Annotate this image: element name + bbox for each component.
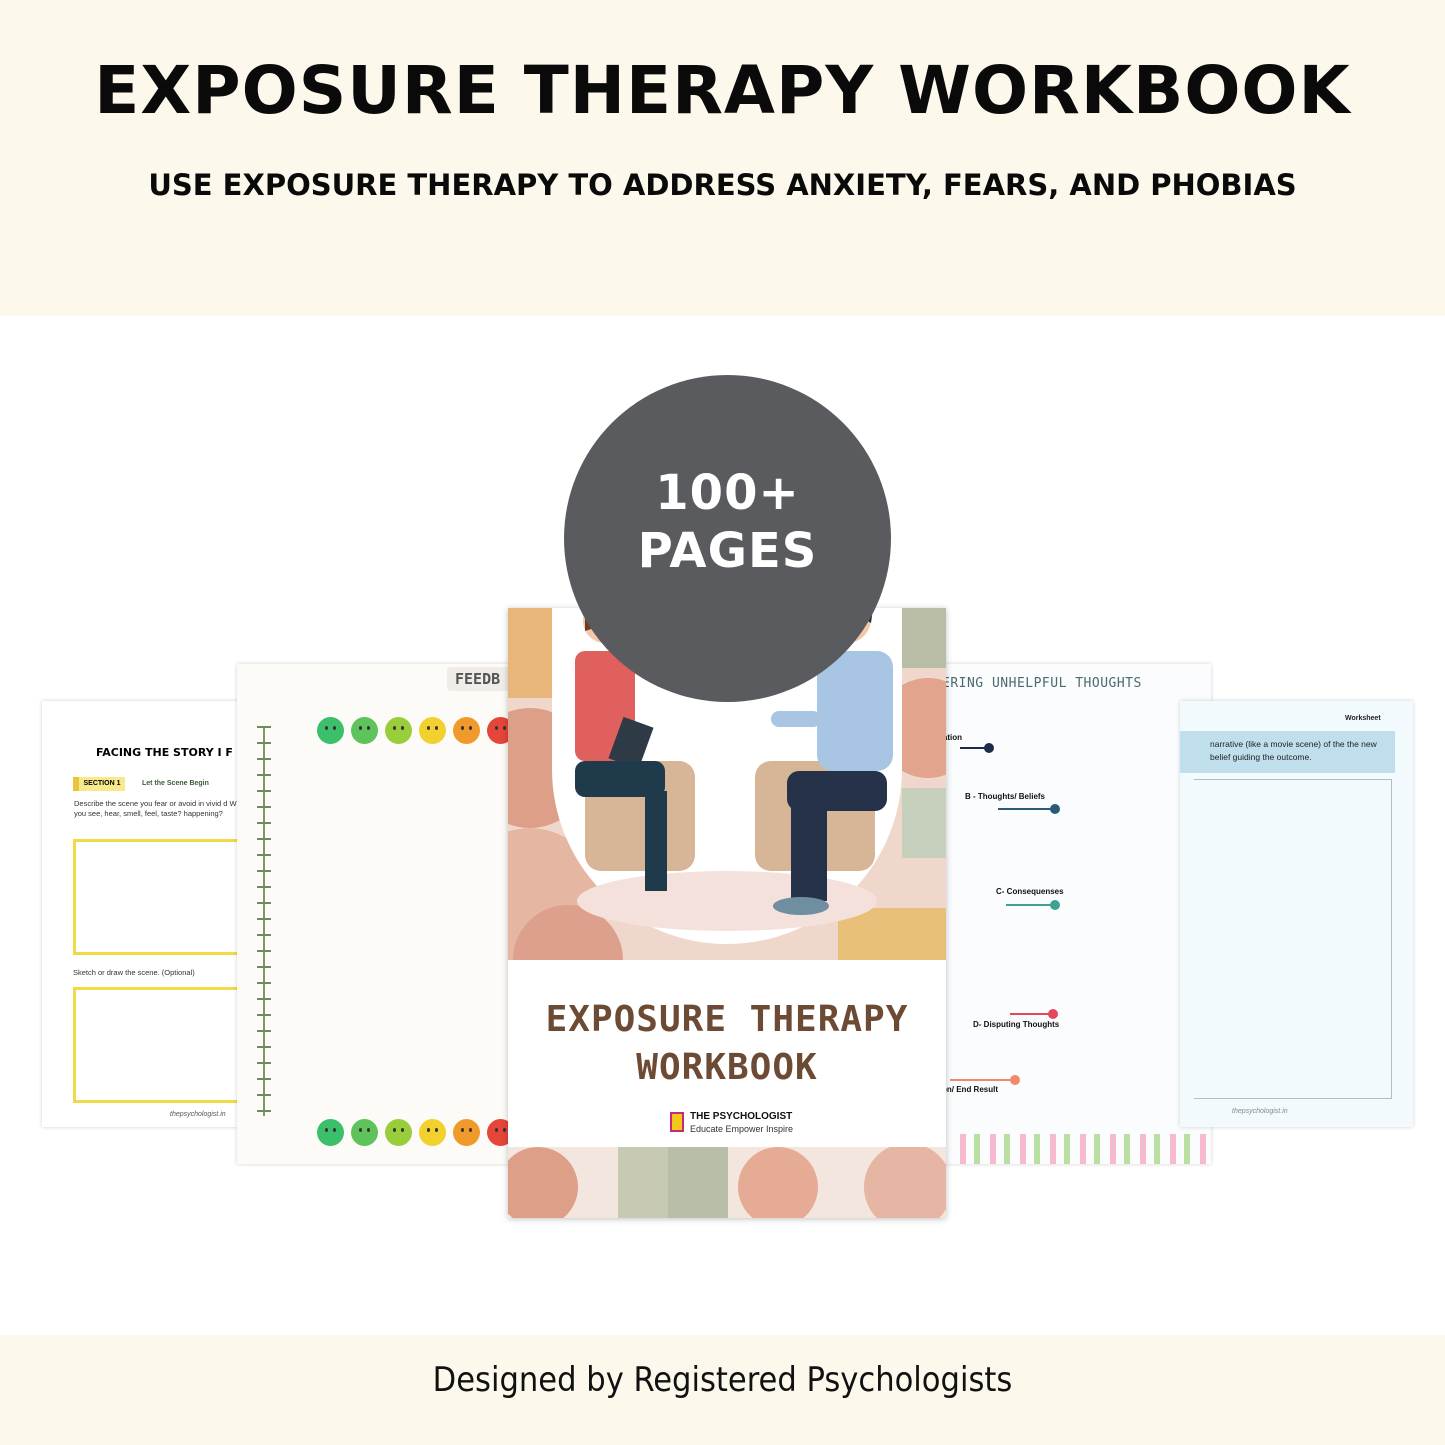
page-count-badge: 100+ PAGES bbox=[564, 375, 891, 702]
background-shapes bbox=[508, 608, 946, 960]
step-e-label: on/ End Result bbox=[942, 1085, 998, 1094]
brand-logo-icon bbox=[670, 1112, 684, 1132]
shape-block bbox=[902, 608, 946, 668]
answer-box bbox=[73, 839, 273, 955]
shape-circle bbox=[513, 905, 623, 960]
emoji-face-icon bbox=[385, 717, 412, 744]
shape-circle bbox=[864, 1147, 946, 1218]
step-b-label: B - Thoughts/ Beliefs bbox=[965, 792, 1045, 801]
page-title: EXPOSURE THERAPY WORKBOOK bbox=[94, 52, 1351, 129]
client-shoes bbox=[773, 897, 829, 915]
emoji-face-icon bbox=[351, 717, 378, 744]
section-title: Let the Scene Begin bbox=[142, 780, 209, 787]
shape-block bbox=[618, 1147, 668, 1218]
footer-band bbox=[0, 1335, 1445, 1445]
clipboard-icon bbox=[608, 716, 654, 770]
brand-name: THE PSYCHOLOGIST bbox=[690, 1111, 793, 1122]
dot-c bbox=[1050, 900, 1060, 910]
client-sweater bbox=[817, 651, 893, 771]
badge-count: 100+ bbox=[655, 465, 800, 521]
emoji-face-icon bbox=[419, 1119, 446, 1146]
page-subtitle: USE EXPOSURE THERAPY TO ADDRESS ANXIETY,… bbox=[148, 168, 1297, 202]
preview-page-thoughts: ERING UNHELPFUL THOUGHTS uation B - Thou… bbox=[920, 664, 1211, 1164]
flower-border bbox=[960, 1134, 1210, 1164]
emoji-face-icon bbox=[453, 1119, 480, 1146]
worksheet-title: ERING UNHELPFUL THOUGHTS bbox=[942, 676, 1142, 691]
worksheet-prompt: Describe the scene you fear or avoid in … bbox=[74, 799, 258, 818]
cover-title-area bbox=[508, 960, 946, 1147]
shape-block bbox=[902, 788, 946, 858]
therapist-legs bbox=[575, 761, 665, 797]
cover-title: EXPOSURE THERAPY WORKBOOK bbox=[508, 996, 946, 1092]
preview-page-worksheet: Worksheet narrative (like a movie scene)… bbox=[1180, 701, 1413, 1127]
step-c-label: C- Consequenses bbox=[996, 887, 1064, 896]
vine-leaves bbox=[257, 726, 271, 1116]
shape-block bbox=[508, 608, 552, 698]
sketch-box bbox=[73, 987, 273, 1103]
worksheet-label: Worksheet bbox=[1345, 715, 1381, 722]
emoji-face-icon bbox=[419, 717, 446, 744]
worksheet-instruction: narrative (like a movie scene) of the th… bbox=[1210, 739, 1377, 762]
section-badge: SECTION 1 bbox=[73, 777, 125, 791]
sketch-prompt: Sketch or draw the scene. (Optional) bbox=[73, 968, 195, 977]
emoji-face-icon bbox=[453, 717, 480, 744]
header-band bbox=[0, 0, 1445, 316]
client-leg bbox=[791, 801, 827, 901]
emoji-face-icon bbox=[385, 1119, 412, 1146]
page-footer: thepsychologist.in bbox=[1232, 1108, 1288, 1115]
preview-page-feedback: FEEDB bbox=[237, 664, 527, 1164]
dot-a bbox=[984, 743, 994, 753]
worksheet-title: FACING THE STORY I F bbox=[96, 746, 233, 759]
shape-block bbox=[838, 908, 946, 960]
cover-title-line2: WORKBOOK bbox=[636, 1047, 818, 1088]
shape-circle bbox=[738, 1147, 818, 1218]
brand-tagline: Educate Empower Inspire bbox=[690, 1124, 794, 1134]
cover-title-line1: EXPOSURE THERAPY bbox=[545, 999, 909, 1040]
floor-rug bbox=[577, 871, 877, 931]
connector-b bbox=[998, 808, 1056, 810]
shape-block bbox=[668, 1147, 728, 1218]
emoji-face-icon bbox=[317, 1119, 344, 1146]
page-footer: thepsychologist.in bbox=[170, 1111, 226, 1118]
emoji-scale-bottom bbox=[317, 1119, 514, 1146]
workbook-cover: EXPOSURE THERAPY WORKBOOK THE PSYCHOLOGI… bbox=[508, 608, 946, 1218]
therapist-leg bbox=[645, 791, 667, 891]
step-a-label: uation bbox=[938, 733, 962, 742]
bottom-shapes bbox=[508, 1147, 946, 1218]
emoji-face-icon bbox=[351, 1119, 378, 1146]
connector-c bbox=[1006, 904, 1056, 906]
instruction-band bbox=[1180, 731, 1395, 773]
step-d-label: D- Disputing Thoughts bbox=[973, 1020, 1060, 1029]
client-arm bbox=[771, 711, 821, 727]
emoji-face-icon bbox=[317, 717, 344, 744]
shape-circle bbox=[508, 1147, 578, 1218]
connector-e bbox=[950, 1079, 1014, 1081]
cover-bottom-pattern bbox=[508, 1147, 946, 1218]
dot-e bbox=[1010, 1075, 1020, 1085]
emoji-scale-top bbox=[317, 717, 514, 744]
badge-label: PAGES bbox=[637, 523, 818, 579]
connector-a bbox=[960, 747, 990, 749]
footer-tagline: Designed by Registered Psychologists bbox=[432, 1360, 1013, 1400]
connector-d bbox=[1010, 1013, 1054, 1015]
dot-b bbox=[1050, 804, 1060, 814]
dot-d bbox=[1048, 1009, 1058, 1019]
writing-frame bbox=[1194, 779, 1392, 1099]
